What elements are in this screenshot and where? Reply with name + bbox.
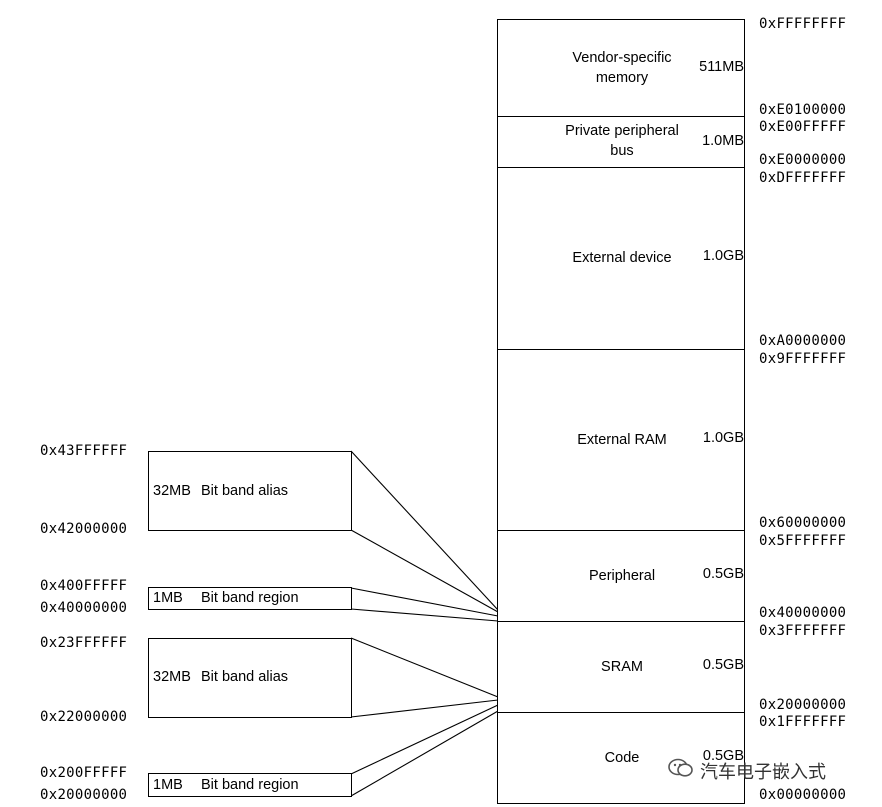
region-size: 1.0MB	[702, 133, 744, 149]
connector-line	[350, 699, 499, 718]
bit-band-label: Bit band alias	[201, 669, 289, 685]
region-name: External device	[572, 250, 672, 266]
address-label: 0x42000000	[40, 521, 128, 537]
address-label: 0x200FFFFF	[40, 765, 128, 781]
region-size: 1.0GB	[702, 430, 744, 446]
bit-band-region-box: 1MB Bit band region	[148, 587, 352, 610]
address-label: 0x5FFFFFFF	[759, 533, 847, 549]
watermark-text: 汽车电子嵌入式	[700, 762, 826, 782]
address-label: 0x20000000	[40, 787, 128, 803]
address-label: 0xFFFFFFFF	[759, 16, 847, 32]
bit-band-label: Bit band region	[201, 777, 299, 793]
bit-band-label: Bit band region	[201, 590, 299, 606]
bit-band-alias-box: 32MB Bit band alias	[148, 451, 352, 531]
bit-band-alias-box: 32MB Bit band alias	[148, 638, 352, 718]
region-name: Vendor-specific memory	[572, 50, 672, 86]
connector-line	[350, 587, 499, 617]
region-code: Code 0.5GB	[497, 712, 745, 804]
region-name: Code	[604, 750, 640, 766]
address-label: 0x20000000	[759, 697, 847, 713]
connector-line	[350, 608, 499, 622]
address-label: 0x400FFFFF	[40, 578, 128, 594]
address-label: 0x9FFFFFFF	[759, 351, 847, 367]
region-name: Private peripheral bus	[565, 123, 679, 159]
region-size: 511MB	[699, 59, 744, 75]
address-label: 0xE0100000	[759, 102, 847, 118]
region-peripheral: Peripheral 0.5GB	[497, 530, 745, 622]
address-label: 0x23FFFFFF	[40, 635, 128, 651]
region-size: 0.5GB	[702, 748, 744, 764]
connector-line	[350, 529, 499, 613]
region-external-device: External device 1.0GB	[497, 167, 745, 350]
bit-band-size: 32MB	[153, 483, 191, 499]
address-label: 0x00000000	[759, 787, 847, 803]
region-name: Peripheral	[588, 568, 656, 584]
address-label: 0x3FFFFFFF	[759, 623, 847, 639]
region-size: 0.5GB	[702, 657, 744, 673]
address-label: 0x60000000	[759, 515, 847, 531]
region-name: External RAM	[577, 432, 667, 448]
region-vendor-specific: Vendor-specific memory 511MB	[497, 19, 745, 117]
wechat-icon	[668, 758, 693, 777]
connector-line	[350, 637, 499, 698]
connector-line	[350, 704, 499, 775]
connector-line	[350, 450, 499, 611]
address-label: 0x40000000	[759, 605, 847, 621]
connector-line	[350, 710, 499, 797]
region-name: SRAM	[601, 659, 643, 675]
region-external-ram: External RAM 1.0GB	[497, 349, 745, 531]
region-sram: SRAM 0.5GB	[497, 621, 745, 713]
address-label: 0x1FFFFFFF	[759, 714, 847, 730]
address-label: 0xA0000000	[759, 333, 847, 349]
address-label: 0x22000000	[40, 709, 128, 725]
bit-band-size: 32MB	[153, 669, 191, 685]
region-size: 1.0GB	[702, 248, 744, 264]
bit-band-region-box: 1MB Bit band region	[148, 773, 352, 797]
address-label: 0xDFFFFFFF	[759, 170, 847, 186]
region-size: 0.5GB	[702, 566, 744, 582]
region-private-peripheral-bus: Private peripheral bus 1.0MB	[497, 116, 745, 168]
bit-band-label: Bit band alias	[201, 483, 289, 499]
bit-band-size: 1MB	[153, 777, 183, 793]
address-label: 0xE0000000	[759, 152, 847, 168]
bit-band-size: 1MB	[153, 590, 183, 606]
address-label: 0xE00FFFFF	[759, 119, 847, 135]
address-label: 0x43FFFFFF	[40, 443, 128, 459]
address-label: 0x40000000	[40, 600, 128, 616]
